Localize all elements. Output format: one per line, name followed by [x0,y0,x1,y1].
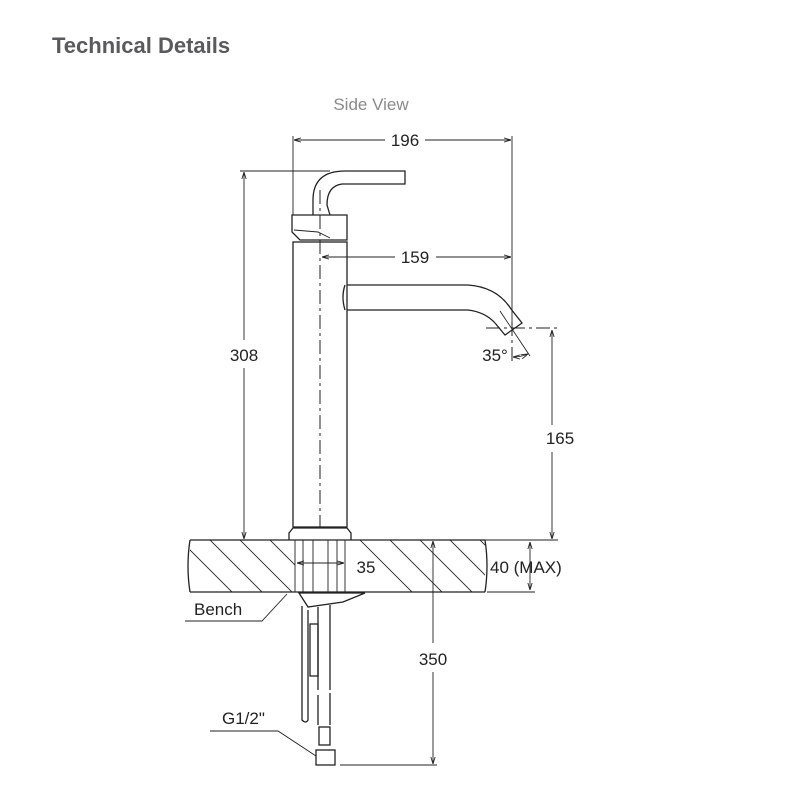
svg-text:40 (MAX): 40 (MAX) [490,558,562,577]
svg-text:159: 159 [401,248,429,267]
bench-section: 35 [187,539,488,593]
tap-spout: 35° [342,284,560,365]
tap-body [288,190,352,540]
connection-label: G1/2" [210,709,317,757]
dimension-spout-reach: 159 [322,248,511,267]
svg-text:Bench: Bench [194,600,242,619]
dimension-overall-width: 196 [292,131,513,322]
svg-text:165: 165 [546,429,574,448]
dimension-overall-height: 308 [230,170,330,539]
mounting-and-hoses [297,592,366,766]
svg-text:308: 308 [230,346,258,365]
dimension-spout-height: 165 [485,330,574,541]
svg-text:350: 350 [419,650,447,669]
svg-text:196: 196 [391,131,419,150]
view-label: Side View [333,95,409,114]
page-title: Technical Details [52,33,231,58]
svg-text:G1/2": G1/2" [222,709,265,728]
tap-handle [291,170,406,241]
hole-diameter: 35 [357,558,376,577]
dimension-hose-length: 350 [340,541,447,766]
spout-angle: 35° [482,346,508,365]
dimension-bench-thickness: 40 (MAX) [487,542,562,593]
bench-label: Bench [185,593,288,622]
